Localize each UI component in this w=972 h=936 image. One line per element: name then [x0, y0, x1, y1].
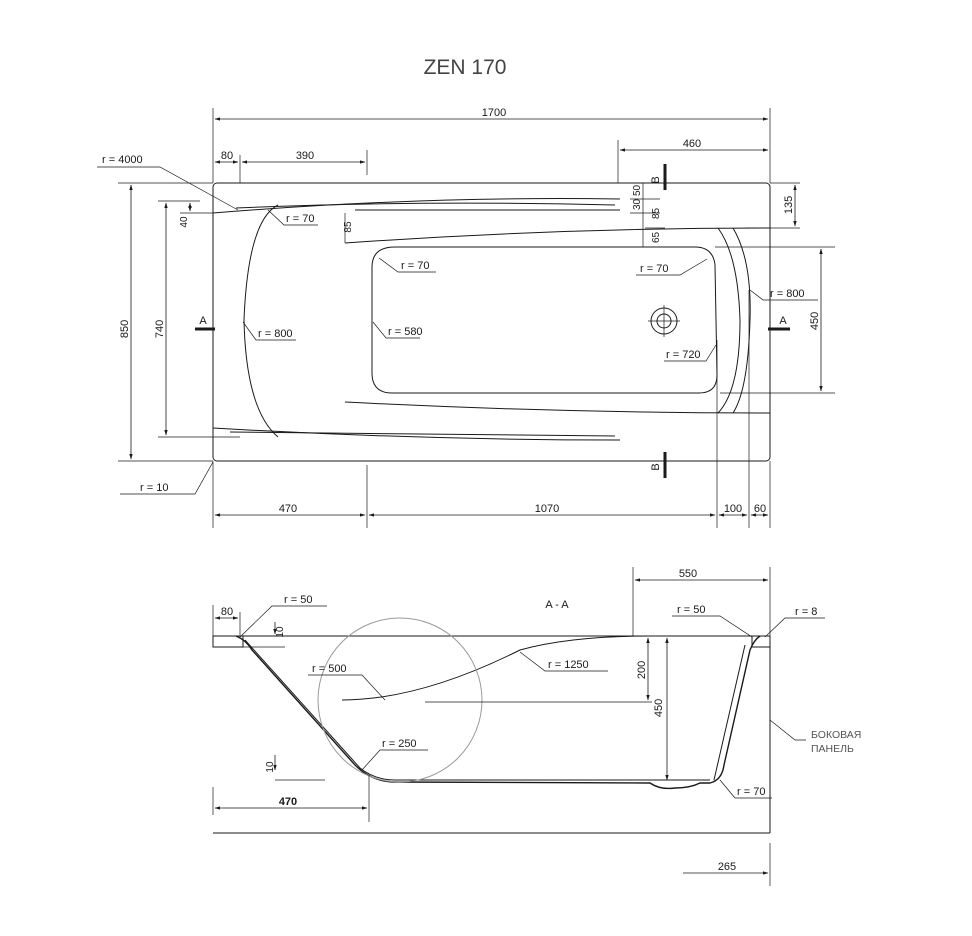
- tub-profile: [235, 635, 761, 790]
- inner-basin: [371, 246, 718, 394]
- radius-r250: r = 250: [382, 738, 417, 750]
- radius-r50-right: r = 50: [677, 604, 705, 616]
- side-panel-label-1: БОКОВАЯ: [811, 729, 861, 741]
- dim-850: 850: [119, 320, 131, 338]
- right-wall-contour: [732, 227, 751, 414]
- radius-r1250: r = 1250: [548, 659, 589, 671]
- dim-10-bottom: 10: [265, 761, 276, 773]
- radius-r70-basin-right: r = 70: [640, 263, 668, 275]
- section-mark-a-right: A: [779, 315, 787, 327]
- dim-80-section: 80: [221, 606, 233, 618]
- upper-rim-line-2: [344, 227, 771, 244]
- dim-470-section: 470: [279, 796, 297, 808]
- radius-r800-right: r = 800: [770, 288, 805, 300]
- left-rim: [212, 635, 244, 648]
- dim-85-right: 85: [651, 207, 662, 219]
- left-wall-contour: [243, 204, 279, 438]
- dim-390: 390: [296, 150, 314, 162]
- upper-deck-line: [212, 198, 621, 214]
- dim-550: 550: [679, 568, 697, 580]
- dim-40: 40: [179, 216, 190, 228]
- lower-deck-line: [212, 427, 621, 441]
- dim-10-top: 10: [275, 626, 286, 638]
- top-view: 1700 80 390 460 30 50 85 65 B B A A: [97, 107, 835, 528]
- section-mark-b-top: B: [650, 176, 662, 183]
- radius-r70-section: r = 70: [737, 786, 765, 798]
- dim-50: 50: [632, 184, 643, 196]
- radius-r70-top-left: r = 70: [286, 213, 314, 225]
- dim-265: 265: [718, 861, 736, 873]
- section-mark-b-bottom: B: [650, 463, 662, 470]
- dim-65: 65: [651, 231, 662, 243]
- side-panel-label-2: ПАНЕЛЬ: [811, 743, 854, 755]
- section-mark-a-left: A: [199, 315, 207, 327]
- backrest-curve: [341, 635, 651, 701]
- dim-30: 30: [632, 198, 643, 210]
- dim-135: 135: [783, 196, 795, 214]
- drawing-title: ZEN 170: [424, 56, 507, 79]
- dim-450-top: 450: [809, 312, 821, 330]
- radius-r800-left: r = 800: [258, 328, 293, 340]
- dim-470: 470: [279, 503, 297, 515]
- tub-outline: [212, 182, 771, 462]
- radius-r50-left: r = 50: [284, 594, 312, 606]
- radius-r580: r = 580: [388, 326, 423, 338]
- section-view: A - A БОКОВАЯ ПАНЕЛЬ 550 80 10: [212, 567, 861, 886]
- radius-r70-basin-left: r = 70: [401, 260, 429, 272]
- dim-60: 60: [754, 503, 766, 515]
- dim-200: 200: [636, 661, 648, 679]
- right-rim: [751, 635, 771, 648]
- lower-rim-line: [344, 401, 771, 414]
- dim-100: 100: [724, 503, 742, 515]
- right-wall-contour-2: [717, 227, 741, 414]
- radius-r8: r = 8: [795, 606, 817, 618]
- dim-740: 740: [154, 320, 166, 338]
- radius-r4000: r = 4000: [102, 154, 143, 166]
- radius-circle: [317, 617, 483, 783]
- dim-85-left: 85: [343, 221, 354, 233]
- radius-r720: r = 720: [666, 349, 701, 361]
- radius-r10: r = 10: [140, 482, 168, 494]
- dim-1070: 1070: [535, 503, 559, 515]
- radius-r500: r = 500: [312, 663, 347, 675]
- section-label: A - A: [545, 599, 569, 611]
- dim-460: 460: [683, 138, 701, 150]
- upper-deck-line-2: [235, 202, 616, 209]
- dim-1700: 1700: [482, 107, 506, 119]
- lower-deck-line-2: [229, 431, 616, 437]
- dim-450-section: 450: [653, 699, 665, 717]
- dim-80: 80: [221, 150, 233, 162]
